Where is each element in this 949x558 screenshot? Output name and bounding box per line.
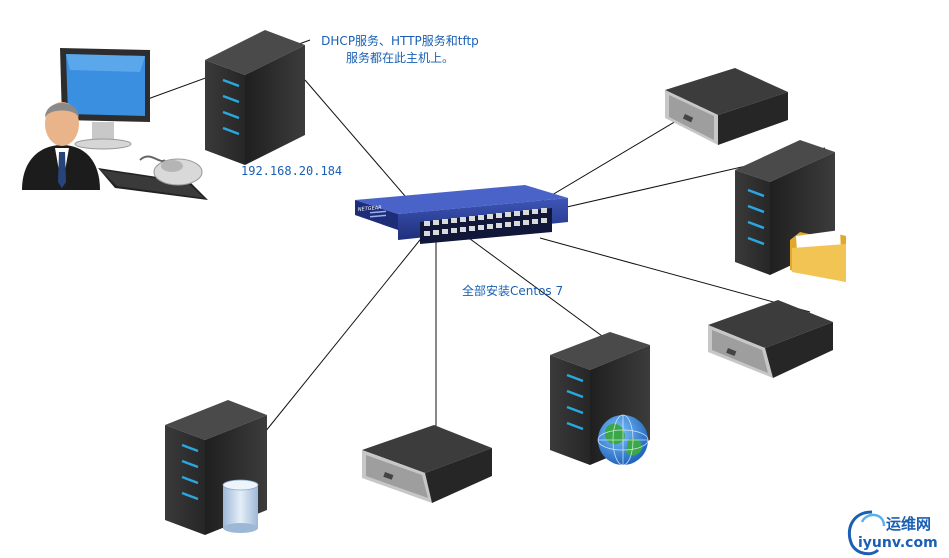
switch-brand-label: NETGEAR bbox=[358, 205, 382, 213]
dhcp-http-tftp-note: DHCP服务、HTTP服务和tftp 服务都在此主机上。 bbox=[300, 33, 500, 67]
tower-server-folder-icon bbox=[735, 140, 846, 282]
admin-workstation bbox=[22, 48, 208, 200]
rack-server-top-right bbox=[665, 68, 788, 145]
network-switch-icon: NETGEAR bbox=[355, 185, 568, 244]
user-computer-icon bbox=[22, 48, 208, 200]
switch: NETGEAR bbox=[355, 185, 568, 244]
web-server bbox=[550, 332, 650, 466]
rack-server-right bbox=[708, 300, 833, 378]
rack-server-icon bbox=[665, 68, 788, 145]
rack-server-icon bbox=[362, 425, 492, 503]
tower-server-database-icon bbox=[165, 400, 267, 535]
dhcp-note-line2: 服务都在此主机上。 bbox=[345, 51, 454, 65]
db-server bbox=[165, 400, 267, 535]
tower-server-icon bbox=[205, 30, 305, 165]
link-switch-to-db-server bbox=[264, 229, 429, 433]
server-ip-label: 192.168.20.184 bbox=[241, 164, 343, 178]
tower-server-globe-icon bbox=[550, 332, 650, 466]
pxe-server bbox=[205, 30, 305, 165]
watermark-logo-icon bbox=[847, 510, 886, 556]
centos-install-note: 全部安装Centos 7 bbox=[462, 284, 564, 298]
rack-server-icon bbox=[708, 300, 833, 378]
watermark-text: 运维网 bbox=[886, 515, 932, 533]
file-server bbox=[735, 140, 846, 282]
link-switch-to-rack-right bbox=[539, 237, 811, 313]
dhcp-note-line1: DHCP服务、HTTP服务和tftp bbox=[321, 34, 479, 48]
watermark-url: iyunv.com bbox=[858, 535, 938, 551]
rack-server-bottom bbox=[362, 425, 492, 503]
